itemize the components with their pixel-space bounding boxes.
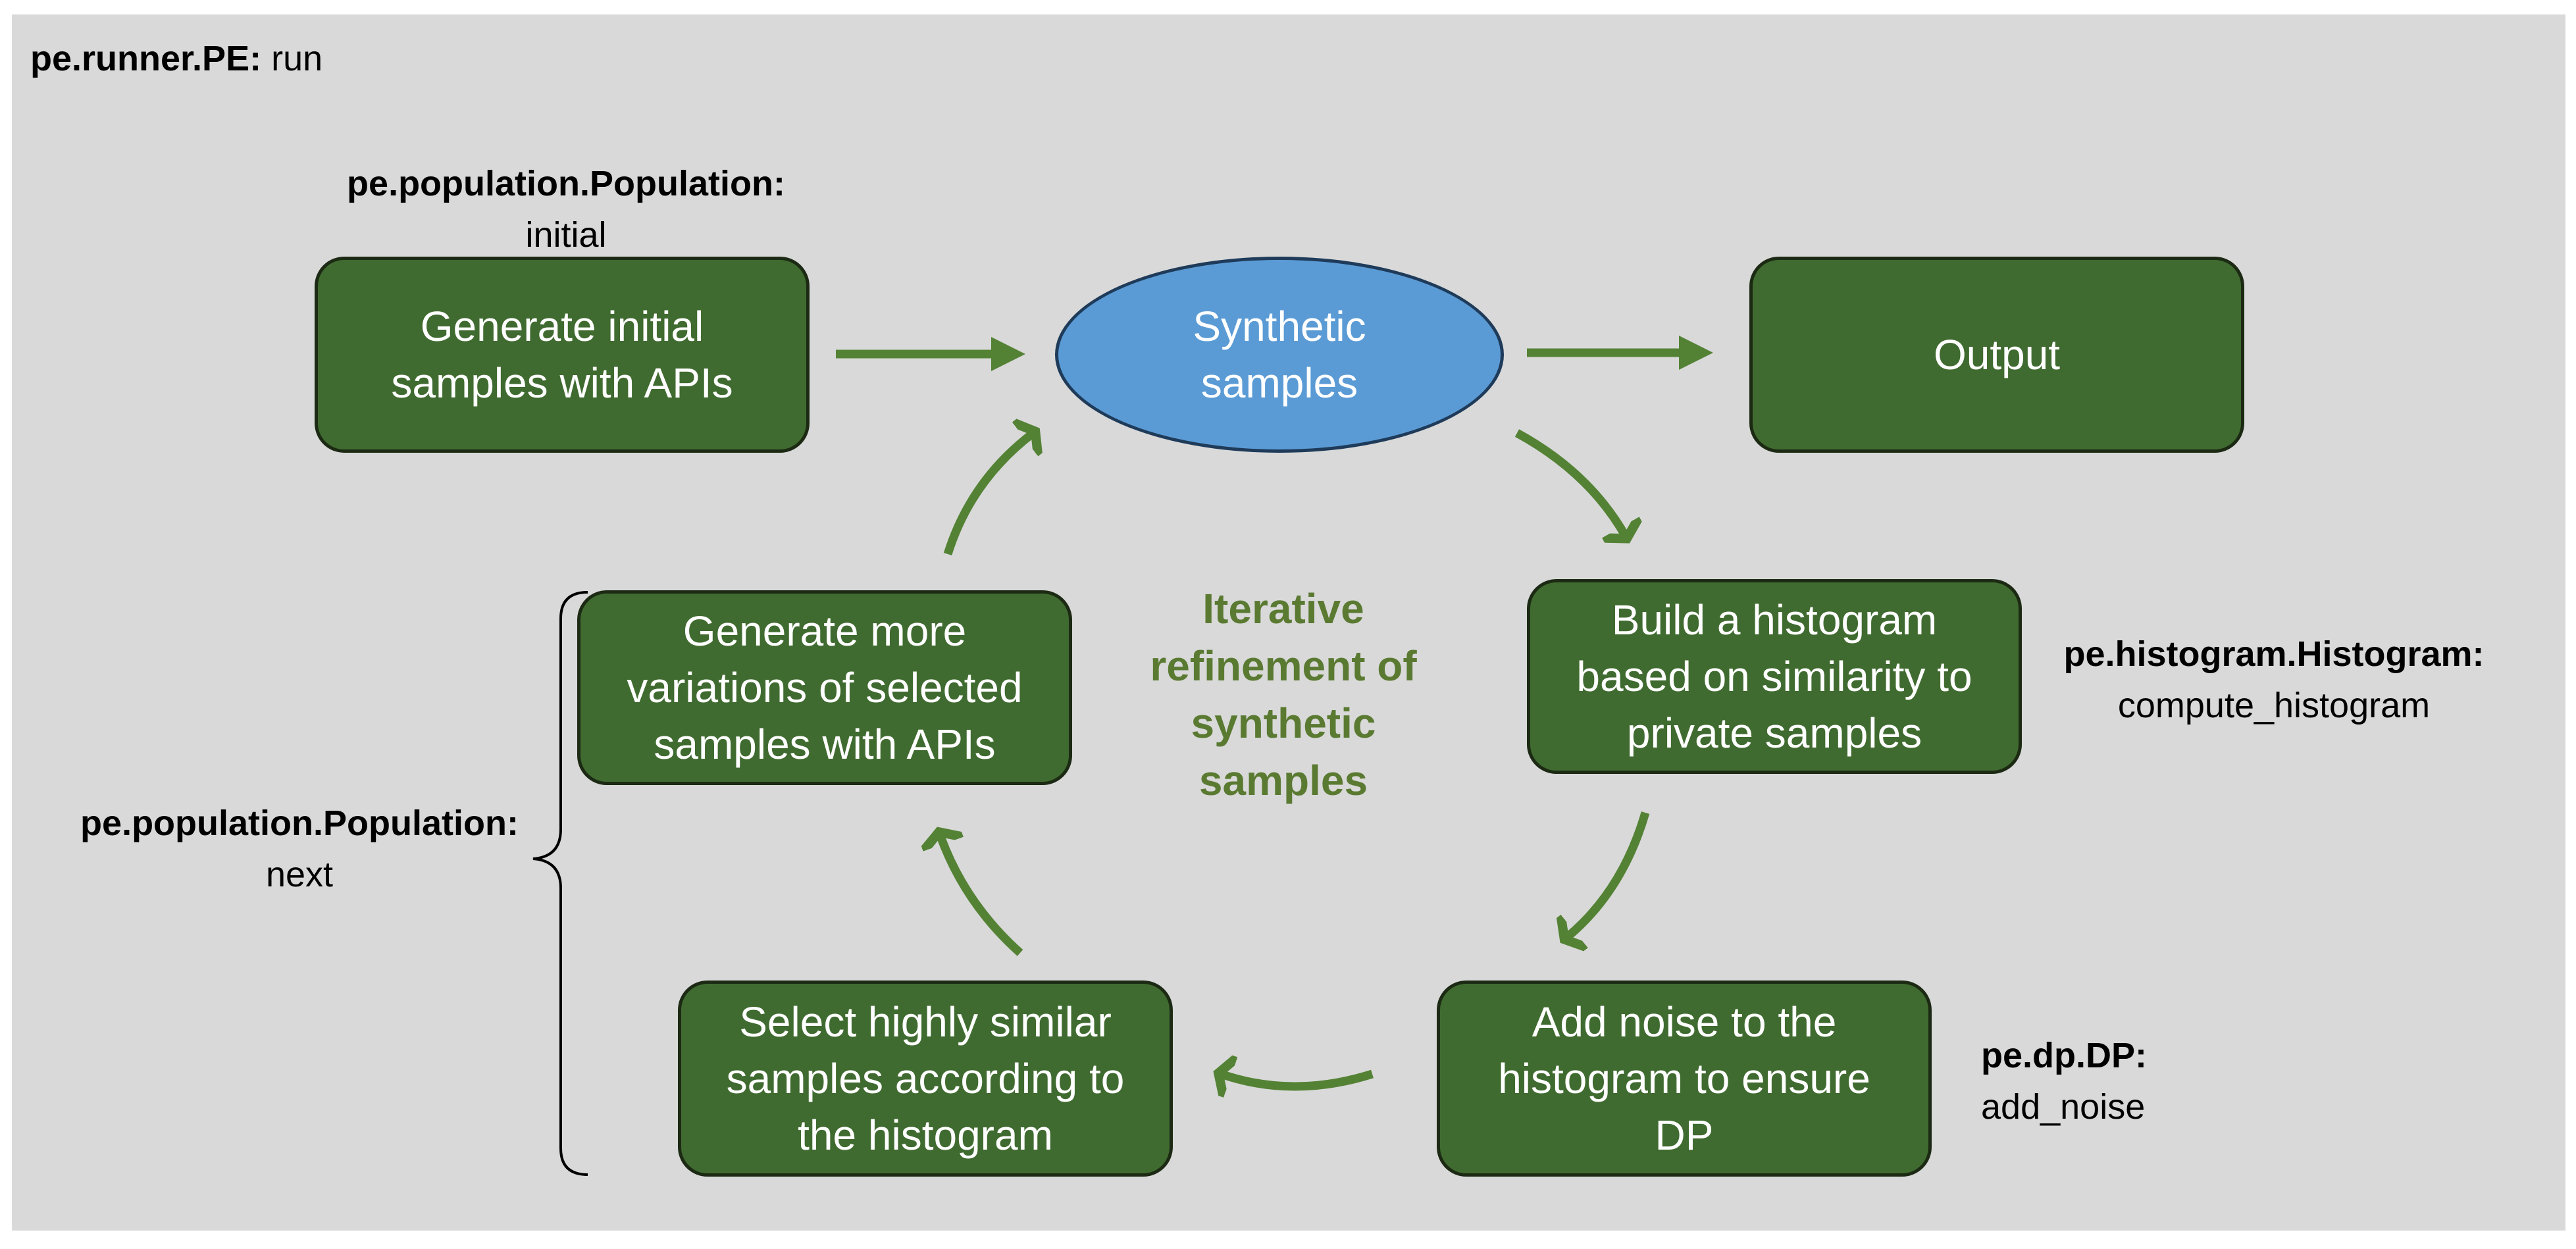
select-similar-node: Select highly similar samples according … — [678, 981, 1173, 1177]
generate-variations-text: Generate more variations of selected sam… — [627, 607, 1023, 768]
population-next-annotation: pe.population.Population: next — [46, 798, 553, 900]
dp-module: pe.dp.DP: — [1981, 1036, 2147, 1075]
add-noise-text: Add noise to the histogram to ensure DP — [1498, 998, 1870, 1159]
output-node: Output — [1749, 257, 2244, 453]
build-histogram-node: Build a histogram based on similarity to… — [1527, 579, 2022, 774]
population-next-module: pe.population.Population: — [80, 803, 519, 843]
generate-initial-node: Generate initial samples with APIs — [315, 257, 810, 453]
runner-method: run — [271, 39, 323, 78]
runner-label: pe.runner.PE: run — [30, 33, 322, 84]
population-initial-method: initial — [525, 215, 607, 255]
histogram-method: compute_histogram — [2117, 686, 2431, 725]
arrow-histogram-to-noise — [1566, 811, 1650, 938]
arrow-variations-to-synthetic — [943, 433, 1033, 555]
synthetic-samples-text: Synthetic samples — [1193, 303, 1366, 407]
population-initial-module: pe.population.Population: — [347, 164, 785, 203]
arrow-noise-to-select — [1221, 1074, 1374, 1086]
synthetic-samples-node: Synthetic samples — [1055, 257, 1504, 453]
dp-annotation: pe.dp.DP: add_noise — [1981, 1030, 2244, 1133]
arrow-synthetic-to-histogram — [1514, 429, 1626, 536]
background-panel — [12, 14, 2565, 1231]
population-initial-annotation: pe.population.Population: initial — [316, 158, 816, 261]
generate-initial-text: Generate initial samples with APIs — [391, 303, 733, 407]
select-similar-text: Select highly similar samples according … — [726, 998, 1125, 1159]
add-noise-node: Add noise to the histogram to ensure DP — [1437, 981, 1932, 1177]
population-next-method: next — [265, 855, 334, 894]
population-next-bracket — [532, 591, 588, 1176]
build-histogram-text: Build a histogram based on similarity to… — [1576, 596, 1972, 757]
histogram-module: pe.histogram.Histogram: — [2063, 634, 2485, 674]
dp-method: add_noise — [1981, 1087, 2146, 1127]
histogram-annotation: pe.histogram.Histogram: compute_histogra… — [2040, 628, 2508, 731]
arrow-select-to-variations — [940, 834, 1023, 956]
generate-variations-node: Generate more variations of selected sam… — [577, 590, 1072, 785]
runner-module: pe.runner.PE: — [30, 39, 262, 78]
output-text: Output — [1933, 331, 2061, 378]
iterative-refinement-label: Iterative refinement of synthetic sample… — [1150, 585, 1417, 804]
